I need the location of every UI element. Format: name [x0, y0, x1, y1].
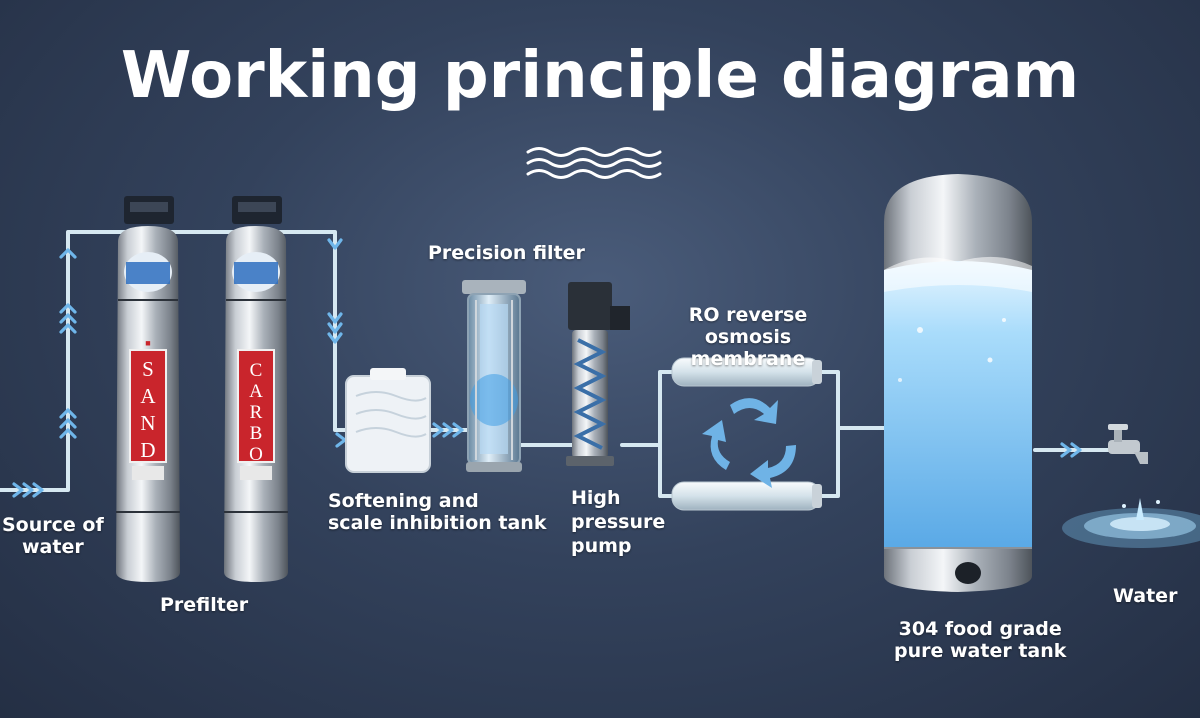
- ro-membrane-bottom: [672, 482, 822, 510]
- page-title: Working principle diagram: [0, 38, 1200, 114]
- cycle-arrows-icon: [702, 398, 796, 488]
- label-ro-membrane: RO reverse osmosis membrane: [653, 304, 843, 370]
- wave-divider-icon: [528, 149, 660, 178]
- svg-text:O: O: [249, 444, 263, 465]
- svg-text:D: D: [140, 438, 155, 462]
- svg-text:A: A: [140, 384, 156, 408]
- svg-text:R: R: [250, 402, 263, 423]
- carbon-filter-tank: C A R B O: [224, 196, 288, 582]
- pure-water-tank: [884, 174, 1032, 592]
- svg-text:A: A: [249, 381, 263, 402]
- label-precision-filter: Precision filter: [428, 242, 585, 264]
- svg-text:S: S: [142, 357, 154, 381]
- label-source-of-water: Source of water: [2, 514, 104, 558]
- precision-filter: [462, 280, 526, 472]
- sand-filter-tank: ■ S A N D: [116, 196, 180, 582]
- svg-text:N: N: [140, 411, 155, 435]
- label-water: Water: [1113, 585, 1177, 607]
- high-pressure-pump: [566, 282, 630, 466]
- softening-tank: [346, 368, 430, 472]
- svg-text:C: C: [250, 360, 263, 381]
- water-splash-icon: [1062, 498, 1200, 548]
- label-pure-water-tank: 304 food grade pure water tank: [894, 618, 1066, 662]
- label-high-pressure-pump: High pressure pump: [571, 486, 665, 558]
- label-softening-tank: Softening and scale inhibition tank: [328, 490, 546, 534]
- svg-text:B: B: [250, 423, 263, 444]
- label-prefilter: Prefilter: [160, 594, 248, 616]
- svg-text:■: ■: [145, 338, 150, 348]
- faucet-icon: [1108, 424, 1148, 464]
